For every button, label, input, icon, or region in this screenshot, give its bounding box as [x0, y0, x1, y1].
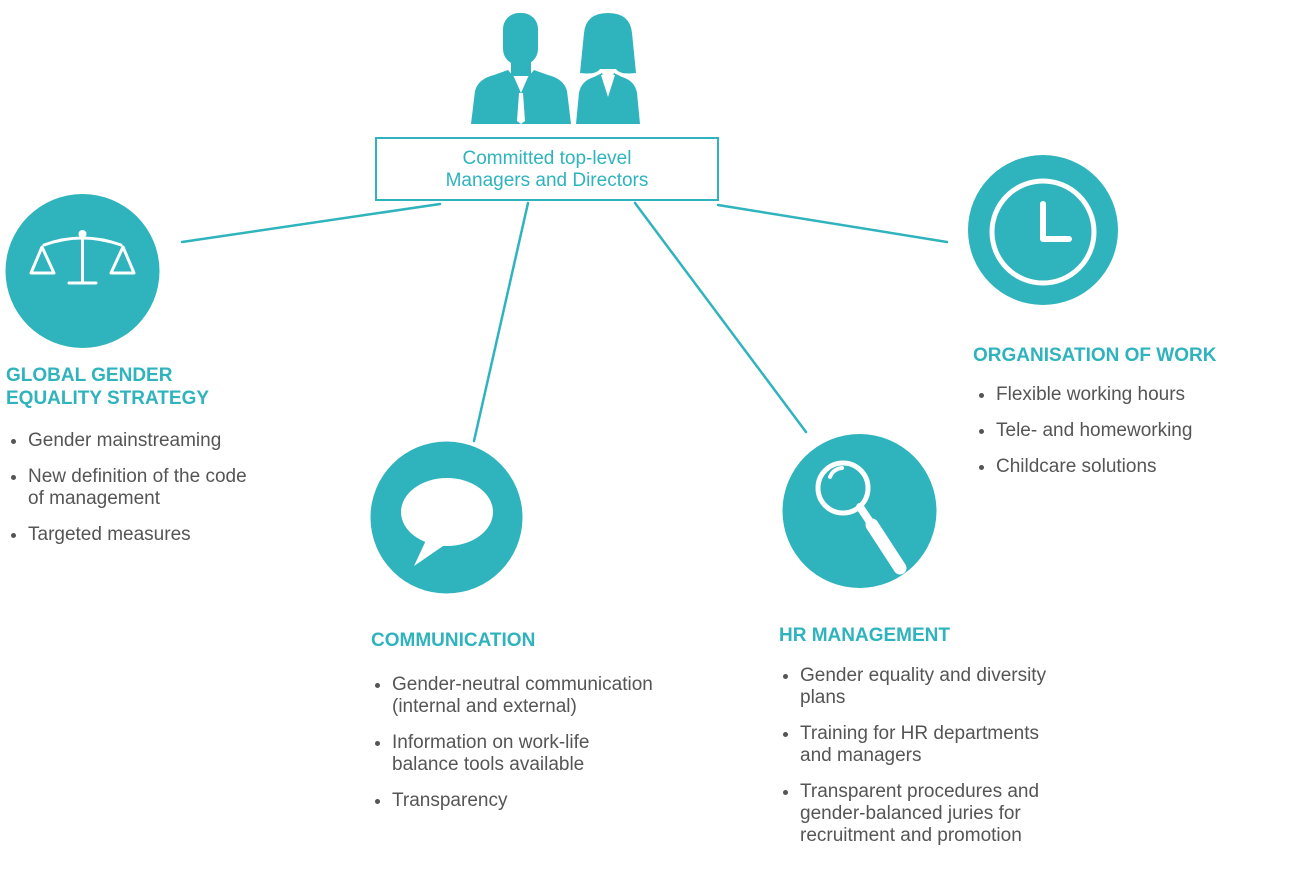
global-strategy-list: Gender mainstreaming New definition of t…	[7, 430, 347, 560]
scales-icon	[5, 194, 160, 348]
list-item: Gender mainstreaming	[7, 430, 347, 452]
connector-hr	[633, 201, 808, 434]
communication-list: Gender-neutral communication(internal an…	[371, 674, 751, 826]
people-icon	[471, 13, 640, 124]
list-item: Childcare solutions	[975, 456, 1285, 478]
list-item: Targeted measures	[7, 524, 347, 546]
connector-global	[180, 202, 442, 244]
speech-bubble-icon	[370, 441, 523, 594]
list-item: Tele- and homeworking	[975, 420, 1285, 442]
clock-icon	[968, 155, 1118, 305]
list-item: Flexible working hours	[975, 384, 1285, 406]
organisation-of-work-list: Flexible working hours Tele- and homewor…	[975, 384, 1285, 492]
center-line-1: Committed top-level	[462, 148, 632, 169]
list-item: Gender-neutral communication(internal an…	[371, 674, 751, 718]
hr-management-heading: HR MANAGEMENT	[779, 625, 950, 646]
center-line-2: Managers and Directors	[445, 170, 649, 191]
organisation-of-work-heading: ORGANISATION OF WORK	[973, 345, 1217, 366]
connector-work	[716, 203, 949, 244]
global-strategy-heading: GLOBAL GENDER EQUALITY STRATEGY	[6, 365, 210, 409]
magnifier-icon	[782, 434, 937, 588]
connector-communication	[472, 201, 530, 443]
list-item: Transparency	[371, 790, 751, 812]
committed-managers-box: Committed top-level Managers and Directo…	[375, 137, 719, 201]
communication-heading: COMMUNICATION	[371, 630, 536, 651]
